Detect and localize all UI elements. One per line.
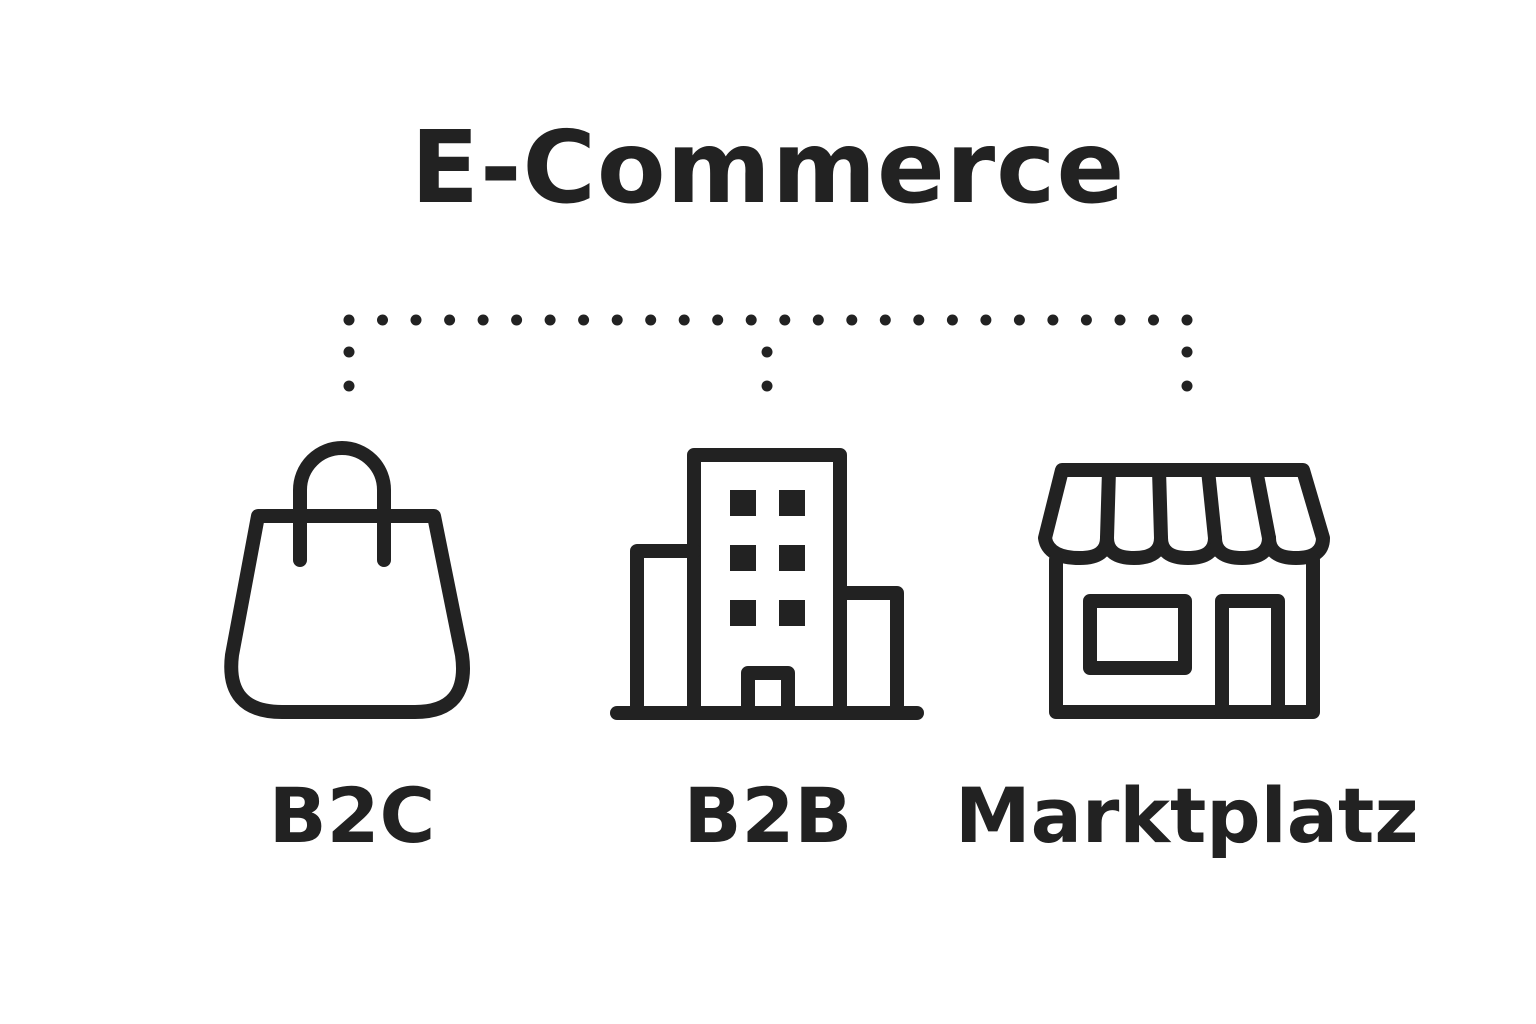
connector-dot [477,314,489,326]
connector-dot [980,314,992,326]
connector-dot [1181,380,1193,392]
connector-dot [544,314,556,326]
connector-dot [1148,314,1159,326]
connector-dot [1114,314,1126,326]
node-label-marktplatz: Marktplatz [955,771,1419,860]
storefront-icon [1038,463,1330,719]
connector-dot [761,346,773,358]
connector-dot [678,314,690,326]
connector-dot [946,314,958,326]
node-label-b2c: B2C [268,771,436,860]
connector-dot [1181,314,1193,326]
connector-dot [1047,314,1059,326]
connector-dot [444,314,456,326]
connector-dot [913,314,925,326]
connector-dot [511,314,523,326]
connector-dot [846,314,858,326]
connector-dot [812,314,824,326]
connector-dot [578,314,590,326]
connector-dot [1013,314,1025,326]
dotted-connector [343,314,1193,392]
connector-dot [645,314,657,326]
connector-dot [377,314,388,326]
connector-dot [779,314,791,326]
connector-dot [879,314,891,326]
connector-dot [712,314,724,326]
connector-dots [343,314,1193,392]
node-label-b2b: B2B [683,771,853,860]
connector-dot [611,314,623,326]
connector-dot [410,314,422,326]
connector-dot [1080,314,1092,326]
connector-dot [343,380,355,392]
connector-dot [745,314,757,326]
connector-dot [761,380,773,392]
office-building-icon [610,448,924,720]
shopping-bag-icon [224,441,470,719]
connector-dot [343,346,355,358]
diagram-title: E-Commerce [410,109,1126,226]
connector-dot [343,314,355,326]
connector-dot [1181,346,1193,358]
